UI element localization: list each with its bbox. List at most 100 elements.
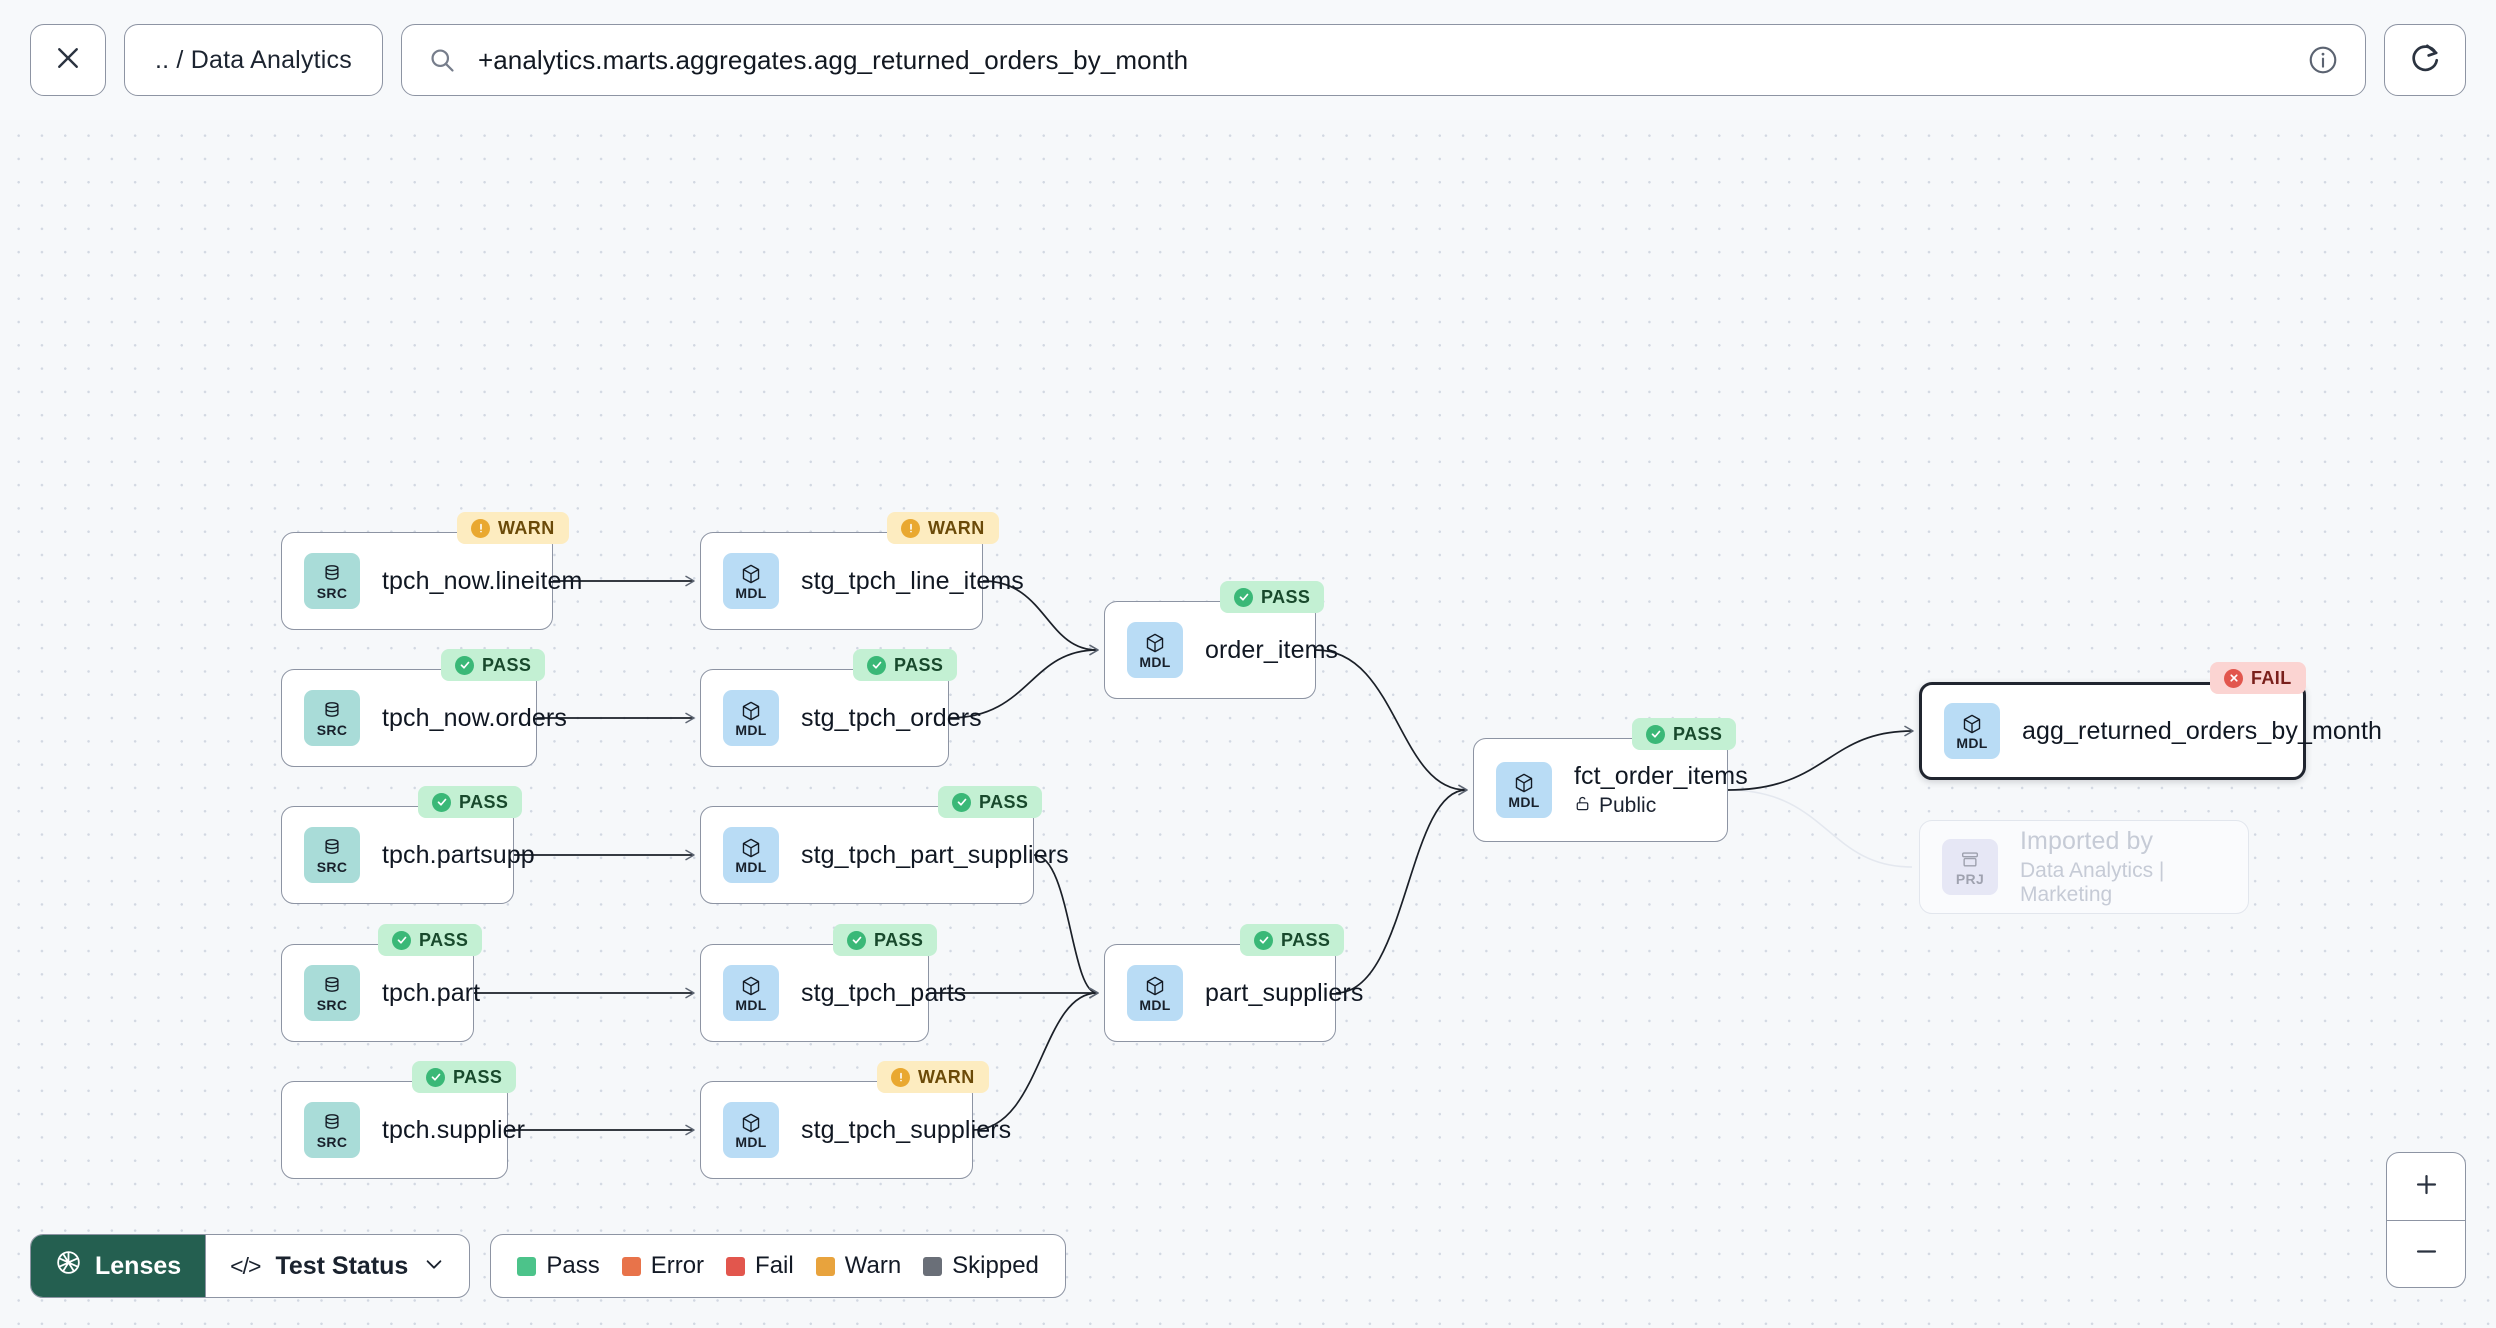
- lineage-node-stg_tpch_orders[interactable]: MDL stg_tpch_orders: [700, 669, 982, 767]
- node-title: agg_returned_orders_by_month: [2022, 716, 2382, 745]
- src-type-icon: SRC: [304, 1102, 360, 1158]
- lock-open-icon: [1574, 794, 1591, 819]
- node-title: order_items: [1205, 635, 1339, 664]
- edge-arrow: [1904, 725, 1914, 737]
- zoom-in-button[interactable]: [2387, 1153, 2465, 1220]
- node-title: part_suppliers: [1205, 978, 1364, 1007]
- legend-swatch-icon: [517, 1256, 537, 1276]
- minus-icon: [2413, 1238, 2440, 1270]
- mdl-type-icon: MDL: [1127, 622, 1183, 678]
- node-subtitle-label: Public: [1599, 794, 1657, 817]
- edge-stg_tpch_part_suppliers-to-part_suppliers: [1033, 854, 1098, 994]
- refresh-icon: [2408, 41, 2442, 80]
- lineage-node-order_items[interactable]: MDL order_items: [1104, 601, 1339, 699]
- search-input[interactable]: [477, 44, 2285, 76]
- node-subtitle-label: Data Analytics | Marketing: [2020, 859, 2165, 906]
- mdl-type-icon: MDL: [1944, 703, 2000, 759]
- node-body: stg_tpch_part_suppliers: [801, 840, 1069, 870]
- mdl-type-icon: MDL: [723, 553, 779, 609]
- info-icon[interactable]: [2307, 44, 2339, 76]
- search-icon: [428, 46, 456, 74]
- legend-item-error[interactable]: Error: [621, 1252, 705, 1280]
- plus-icon: [2413, 1171, 2440, 1203]
- node-title: Imported by: [2020, 827, 2154, 855]
- node-body: stg_tpch_parts: [801, 978, 967, 1008]
- node-title: stg_tpch_suppliers: [801, 1115, 1012, 1144]
- edge-arrow: [685, 712, 695, 724]
- legend-item-fail[interactable]: Fail: [726, 1252, 794, 1280]
- legend-item-pass[interactable]: Pass: [517, 1252, 600, 1280]
- src-type-icon: SRC: [304, 553, 360, 609]
- legend-swatch-icon: [923, 1256, 943, 1276]
- lenses-label: Lenses: [95, 1251, 182, 1280]
- legend-label: Fail: [755, 1252, 794, 1279]
- breadcrumb-button[interactable]: .. / Data Analytics: [124, 24, 383, 96]
- lenses-button[interactable]: Lenses: [31, 1235, 206, 1297]
- bottom-toolbar: Lenses </> Test Status Pass Error Fail Warn…: [30, 1234, 1066, 1298]
- node-body: tpch_now.orders: [382, 704, 567, 733]
- node-subtitle: Public: [1574, 794, 1727, 819]
- lineage-node-agg_returned_orders_by_month[interactable]: MDL agg_returned_orders_by_month: [1919, 682, 2382, 780]
- node-title: stg_tpch_parts: [801, 978, 967, 1007]
- node-body: tpch.part: [382, 978, 481, 1008]
- legend-item-skipped[interactable]: Skipped: [923, 1252, 1039, 1280]
- edge-order_items-to-fct_order_items: [1315, 649, 1467, 791]
- test-status-dropdown[interactable]: </> Test Status: [205, 1235, 469, 1297]
- legend-swatch-icon: [726, 1256, 746, 1276]
- mdl-type-icon: MDL: [723, 690, 779, 746]
- lineage-node-imported_by_project[interactable]: PRJ Imported by Data Analytics | Marketing: [1919, 820, 2249, 914]
- legend-label: Pass: [546, 1252, 600, 1279]
- zoom-out-button[interactable]: [2387, 1220, 2465, 1287]
- legend-label: Warn: [844, 1252, 902, 1279]
- lineage-node-tpch_supplier[interactable]: SRC tpch.supplier: [281, 1081, 526, 1179]
- edge-ghost-imported-by: [1727, 789, 1913, 868]
- search-bar[interactable]: [400, 24, 2366, 96]
- legend-label: Error: [650, 1252, 705, 1279]
- mdl-type-icon: MDL: [1496, 762, 1552, 818]
- node-title: tpch.part: [382, 978, 481, 1007]
- edge-arrow: [685, 1124, 695, 1136]
- node-body: stg_tpch_line_items: [801, 566, 1024, 596]
- node-title: stg_tpch_orders: [801, 703, 982, 732]
- src-type-icon: SRC: [304, 690, 360, 746]
- node-title: fct_order_items: [1574, 761, 1748, 790]
- lineage-node-stg_tpch_suppliers[interactable]: MDL stg_tpch_suppliers: [700, 1081, 1012, 1179]
- legend-label: Skipped: [952, 1252, 1039, 1279]
- close-button[interactable]: [30, 24, 106, 96]
- edge-stg_tpch_line_items-to-order_items: [982, 580, 1098, 651]
- refresh-button[interactable]: [2384, 24, 2466, 96]
- code-icon: </>: [230, 1252, 261, 1279]
- chevron-down-icon: [423, 1253, 445, 1280]
- lineage-node-stg_tpch_line_items[interactable]: MDL stg_tpch_line_items: [700, 532, 1024, 630]
- node-title: tpch.supplier: [382, 1115, 526, 1144]
- edge-arrow: [1089, 987, 1099, 999]
- edge-part_suppliers-to-fct_order_items: [1335, 789, 1467, 994]
- edge-arrow: [1458, 784, 1468, 796]
- edge-arrow: [685, 849, 695, 861]
- node-title: stg_tpch_part_suppliers: [801, 840, 1069, 869]
- edge-stg_tpch_orders-to-order_items: [948, 649, 1098, 719]
- edge-arrow: [1089, 644, 1099, 656]
- mdl-type-icon: MDL: [723, 1102, 779, 1158]
- edge-arrow: [685, 575, 695, 587]
- node-title: stg_tpch_line_items: [801, 566, 1024, 595]
- node-body: order_items: [1205, 635, 1339, 665]
- legend-item-warn[interactable]: Warn: [815, 1252, 902, 1280]
- node-subtitle: Data Analytics | Marketing: [2020, 859, 2248, 907]
- test-status-label: Test Status: [275, 1251, 409, 1280]
- edge-fct_order_items-to-agg_returned_orders_by_month: [1727, 730, 1913, 791]
- edge-stg_tpch_suppliers-to-part_suppliers: [972, 992, 1098, 1131]
- node-body: agg_returned_orders_by_month: [2022, 716, 2382, 746]
- prj-type-icon: PRJ: [1942, 839, 1998, 895]
- lineage-node-tpch_now_orders[interactable]: SRC tpch_now.orders: [281, 669, 567, 767]
- aperture-icon: [55, 1249, 82, 1283]
